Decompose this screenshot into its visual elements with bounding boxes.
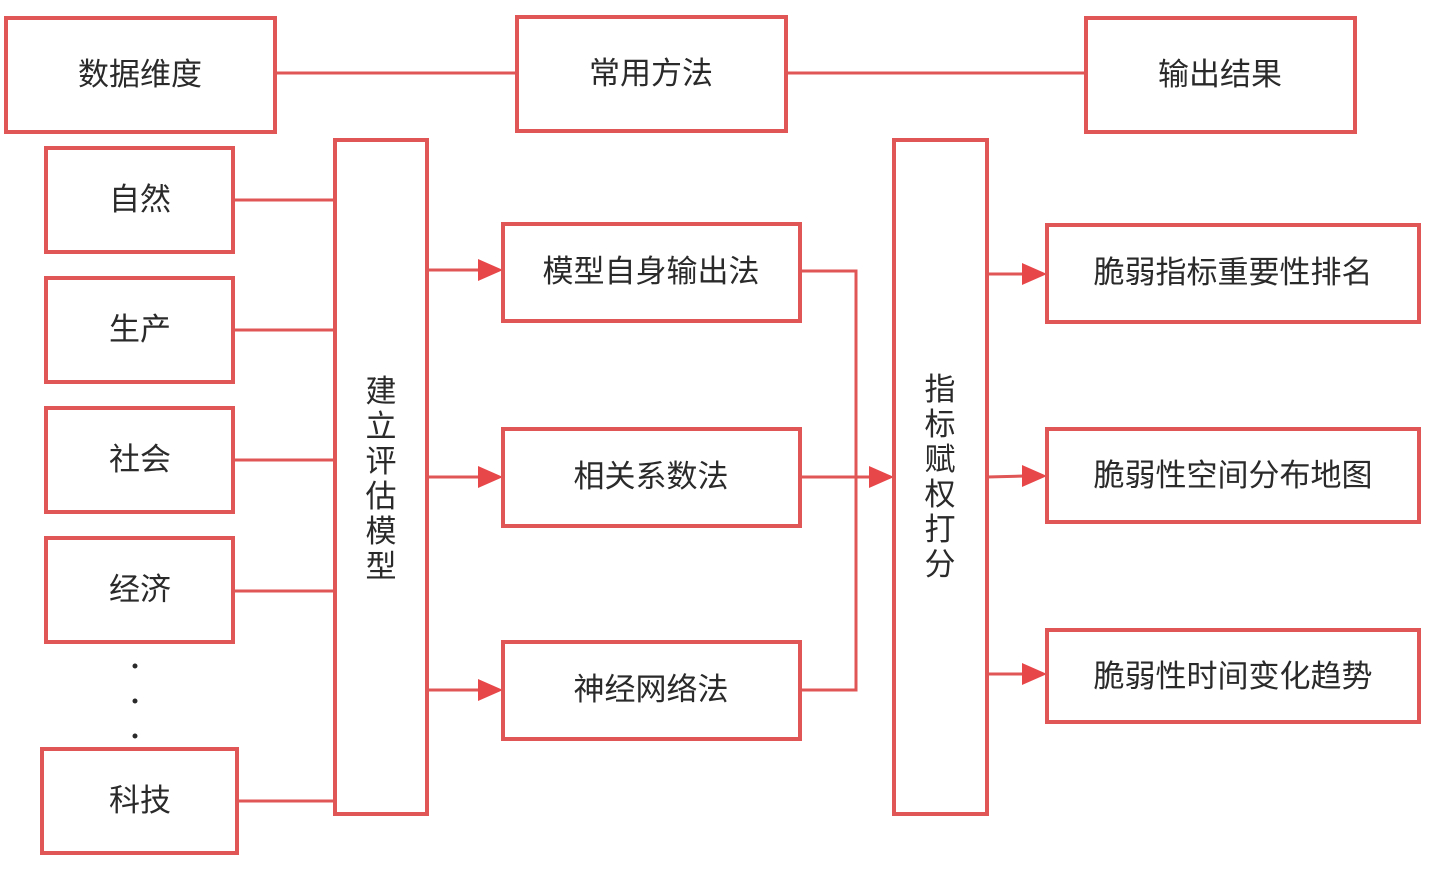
output-label: 脆弱指标重要性排名 — [1094, 255, 1373, 291]
build-model-char: 估 — [366, 479, 397, 515]
dimension-economy: 经济 — [44, 536, 235, 644]
weighting-to-output-line — [986, 474, 1025, 479]
build-model-box: 建 立 评 估 模 型 — [333, 138, 429, 816]
build-model-char: 建 — [366, 374, 397, 410]
header-data-dimension: 数据维度 — [4, 16, 277, 134]
dimension-society: 社会 — [44, 406, 235, 514]
dimension-label: 科技 — [109, 783, 171, 819]
weighting-char: 打 — [925, 512, 956, 548]
arrow-icon — [869, 466, 894, 488]
method-label: 神经网络法 — [574, 672, 729, 708]
output-label: 脆弱性时间变化趋势 — [1094, 659, 1373, 695]
dimension-label: 社会 — [109, 442, 171, 478]
ellipsis-dot — [132, 698, 138, 704]
dimension-production: 生产 — [44, 276, 235, 384]
header-data-dimension-label: 数据维度 — [78, 57, 202, 93]
arrow-icon — [1022, 263, 1047, 285]
header-common-methods: 常用方法 — [515, 15, 788, 133]
build-model-char: 评 — [366, 444, 397, 480]
weighting-char: 分 — [925, 547, 956, 583]
method-correlation: 相关系数法 — [501, 427, 802, 528]
ellipsis-dot — [132, 663, 138, 669]
method-neural-network: 神经网络法 — [501, 640, 802, 741]
arrow-icon — [478, 466, 503, 488]
header-output-results: 输出结果 — [1084, 16, 1357, 134]
method-merge-connector — [800, 269, 858, 692]
method-model-output: 模型自身输出法 — [501, 222, 802, 323]
weighting-char: 赋 — [925, 442, 956, 478]
build-model-char: 立 — [366, 409, 397, 445]
dimension-label: 经济 — [109, 572, 171, 608]
ellipsis-dots — [132, 663, 138, 739]
method-label: 相关系数法 — [574, 459, 729, 495]
arrow-icon — [1022, 465, 1047, 487]
header-common-methods-label: 常用方法 — [589, 56, 713, 92]
build-model-char: 模 — [366, 514, 397, 550]
output-temporal-trend: 脆弱性时间变化趋势 — [1045, 628, 1421, 724]
weighting-char: 权 — [925, 477, 956, 513]
weighting-char: 指 — [925, 372, 956, 408]
arrow-icon — [1022, 663, 1047, 685]
method-label: 模型自身输出法 — [543, 254, 760, 290]
output-spatial-map: 脆弱性空间分布地图 — [1045, 427, 1421, 524]
output-label: 脆弱性空间分布地图 — [1094, 458, 1373, 494]
header-output-results-label: 输出结果 — [1158, 57, 1282, 93]
build-model-char: 型 — [366, 549, 397, 585]
dimension-label: 自然 — [109, 182, 171, 218]
weighting-box: 指 标 赋 权 打 分 — [892, 138, 989, 816]
dimension-natural: 自然 — [44, 146, 235, 254]
weighting-char: 标 — [925, 407, 956, 443]
dimension-technology: 科技 — [40, 747, 239, 855]
output-importance-ranking: 脆弱指标重要性排名 — [1045, 223, 1421, 324]
dimension-label: 生产 — [109, 312, 171, 348]
arrow-icon — [478, 259, 503, 281]
arrow-icon — [478, 679, 503, 701]
ellipsis-dot — [132, 733, 138, 739]
